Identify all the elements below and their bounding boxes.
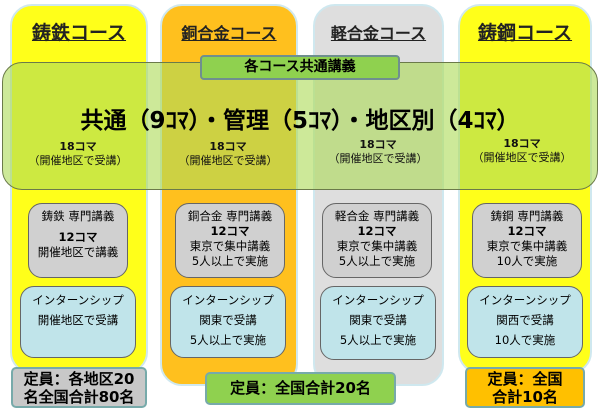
intern-line: 5人以上で実施 [339, 333, 417, 347]
koma-note: （開催地区で受講） [28, 154, 128, 167]
internship-box: インターンシップ開催地区で受講 [20, 286, 136, 358]
spec-line: 開催地区で講義 [37, 245, 119, 259]
spec-line: 5人以上で実施 [338, 254, 416, 268]
capacity-line: 合計10名 [492, 388, 558, 406]
spec-koma: 12コマ [210, 224, 250, 238]
common-koma-cast-steel: 18コマ（開催地区で受講） [452, 137, 592, 165]
course-title: 鋳鋼コース [477, 22, 573, 44]
koma-note: （開催地区で受講） [328, 152, 428, 165]
common-headline: 共通（9ｺﾏ）・管理（5ｺﾏ）・地区別（4ｺﾏ） [80, 108, 520, 134]
capacity-line: 定員：各地区20 [23, 370, 135, 388]
koma-note: （開催地区で受講） [178, 154, 278, 167]
intern-title: インターンシップ [32, 293, 124, 307]
capacity-cast-steel: 定員：全国合計10名 [465, 367, 585, 408]
spec-title: 鋳鋼 専門講義 [490, 209, 564, 223]
intern-title: インターンシップ [182, 293, 274, 307]
intern-line: 関東で受講 [199, 313, 257, 327]
capacity-line: 名全国合計80名 [23, 388, 135, 406]
course-title: 鋳鉄コース [31, 22, 127, 44]
intern-title: インターンシップ [332, 293, 424, 307]
capacity-alloys: 定員：全国合計20名 [205, 372, 396, 405]
spec-koma: 12コマ [507, 224, 547, 238]
course-title: 軽合金コース [330, 24, 427, 43]
intern-line: 開催地区で受講 [37, 313, 119, 327]
course-title: 銅合金コース [181, 24, 277, 43]
koma-note: （開催地区で受講） [472, 151, 572, 164]
koma-count: 18コマ [359, 138, 397, 151]
intern-title: インターンシップ [479, 293, 571, 307]
common-koma-light-alloy: 18コマ（開催地区で受講） [308, 138, 448, 166]
spec-koma: 12コマ [357, 224, 397, 238]
spec-koma: 12コマ [58, 230, 98, 244]
koma-count: 18コマ [503, 137, 541, 150]
koma-count: 18コマ [59, 140, 97, 153]
capacity-line: 定員：全国 [487, 370, 563, 388]
internship-box: インターンシップ関西で受講 10人で実施 [467, 286, 583, 358]
spec-line: 5人以上で実施 [191, 254, 269, 268]
common-lecture-label: 各コース共通講義 [200, 55, 400, 80]
intern-line: 5人以上で実施 [189, 333, 267, 347]
intern-line: 10人で実施 [494, 333, 556, 347]
spec-line: 東京で集中講義 [189, 239, 271, 253]
common-koma-copper-alloy: 18コマ（開催地区で受講） [158, 140, 298, 168]
specialist-lecture-box: 鋳鉄 専門講義 12コマ開催地区で講義 [28, 203, 128, 278]
spec-title: 軽合金 専門講義 [334, 209, 420, 223]
spec-title: 銅合金 専門講義 [187, 209, 273, 223]
koma-count: 18コマ [209, 140, 247, 153]
common-koma-cast-iron: 18コマ（開催地区で受講） [8, 140, 148, 168]
spec-line: 10人で実施 [496, 254, 558, 268]
intern-line: 関西で受講 [496, 313, 554, 327]
spec-line: 東京で集中講義 [486, 239, 568, 253]
intern-line: 関東で受講 [349, 313, 407, 327]
spec-line: 東京で集中講義 [336, 239, 418, 253]
spec-title: 鋳鉄 専門講義 [41, 209, 115, 223]
common-lecture-band [2, 62, 598, 190]
internship-box: インターンシップ関東で受講 5人以上で実施 [320, 286, 436, 360]
internship-box: インターンシップ関東で受講 5人以上で実施 [170, 286, 286, 358]
